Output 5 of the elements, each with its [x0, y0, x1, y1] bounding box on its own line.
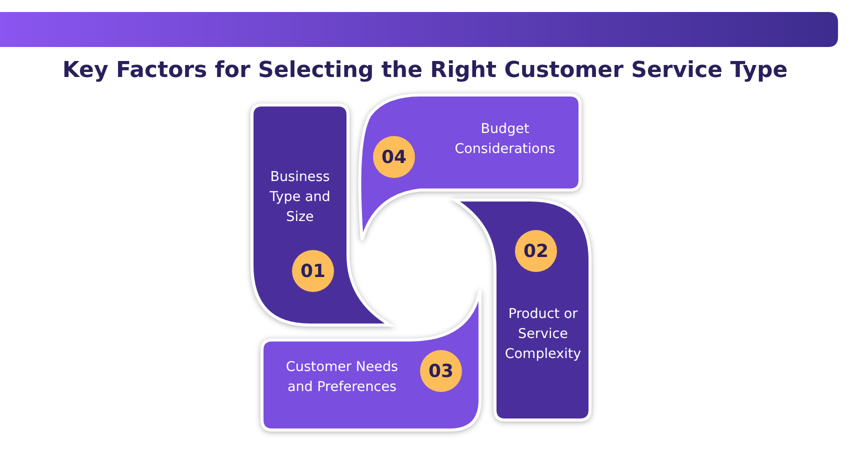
factor-label: Customer Needs and Preferences: [284, 358, 400, 397]
factor-label: Business Type and Size: [268, 168, 332, 227]
factor-label: Product or Service Complexity: [504, 305, 582, 364]
title: Key Factors for Selecting the Right Customer Service Type: [61, 58, 789, 83]
factor-label: Budget Considerations: [454, 120, 556, 159]
